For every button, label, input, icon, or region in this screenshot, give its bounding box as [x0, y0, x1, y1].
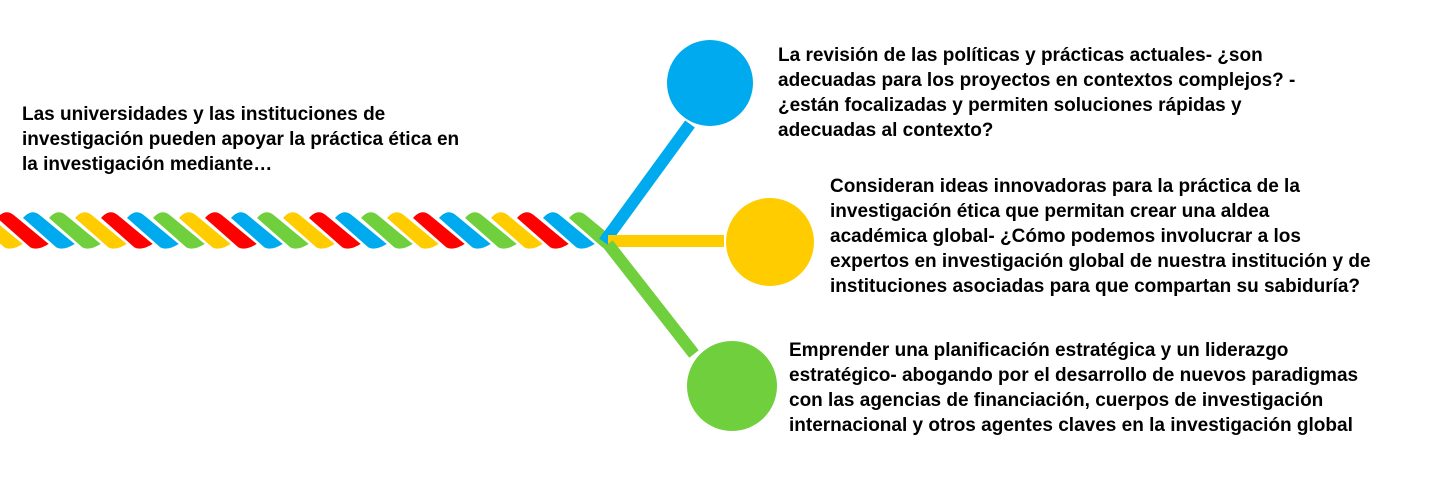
branch-line: ¿están focalizadas y permiten soluciones… — [778, 95, 1242, 116]
branch-text-innovation: Consideran ideas innovadoras para la prá… — [830, 174, 1371, 299]
rope-strand — [358, 210, 416, 251]
branch-line-blue — [599, 120, 695, 246]
branch-line: estratégico- abogando por el desarrollo … — [789, 365, 1359, 386]
branch-line: con las agencias de financiación, cuerpo… — [789, 390, 1324, 411]
rope-strand — [488, 210, 546, 251]
rope-strand — [228, 210, 286, 251]
rope-strand — [46, 210, 104, 251]
branch-line: internacional y otros agentes claves en … — [789, 415, 1353, 436]
rope-strand — [462, 210, 520, 251]
node-circle-blue — [667, 40, 753, 126]
rope-strand — [176, 210, 234, 251]
intro-text: Las universidades y las instituciones de… — [22, 102, 459, 177]
twisted-rope — [0, 210, 624, 251]
rope-strand — [254, 210, 312, 251]
rope-strand — [98, 210, 156, 251]
rope-strand — [514, 210, 572, 251]
branch-line: adecuadas para los proyectos en contexto… — [778, 70, 1296, 91]
intro-line: Las universidades y las instituciones de — [22, 104, 386, 125]
rope-strand — [0, 223, 26, 251]
node-circle-green — [687, 341, 777, 431]
rope-strand — [436, 210, 494, 251]
rope-strand — [150, 210, 208, 251]
rope-strand — [72, 210, 130, 251]
branch-line: académica global- ¿Cómo podemos involucr… — [830, 226, 1301, 247]
rope-strand — [540, 210, 598, 251]
branch-line: instituciones asociadas para que compart… — [830, 276, 1361, 297]
intro-line: investigación pueden apoyar la práctica … — [22, 129, 460, 150]
rope-strand — [384, 210, 442, 251]
branch-line: adecuadas al contexto? — [778, 120, 994, 141]
rope-strand — [332, 210, 390, 251]
branch-line-green — [603, 240, 699, 358]
branch-line: La revisión de las políticas y prácticas… — [778, 45, 1263, 66]
node-circle-yellow — [726, 198, 814, 286]
branch-line: investigación ética que permitan crear u… — [830, 201, 1270, 222]
rope-strand — [410, 210, 468, 251]
intro-line: la investigación mediante… — [22, 154, 273, 175]
branch-text-strategy: Emprender una planificación estratégica … — [789, 338, 1358, 438]
rope-strand — [306, 210, 364, 251]
rope-strand — [0, 210, 52, 251]
branch-line: expertos en investigación global de nues… — [830, 251, 1371, 272]
rope-strand — [280, 210, 338, 251]
rope-strand — [124, 210, 182, 251]
branch-line: Emprender una planificación estratégica … — [789, 340, 1289, 361]
rope-strand — [20, 210, 78, 251]
branch-line: Consideran ideas innovadoras para la prá… — [830, 176, 1300, 197]
rope-strand — [202, 210, 260, 251]
branch-text-policies: La revisión de las políticas y prácticas… — [778, 43, 1295, 143]
